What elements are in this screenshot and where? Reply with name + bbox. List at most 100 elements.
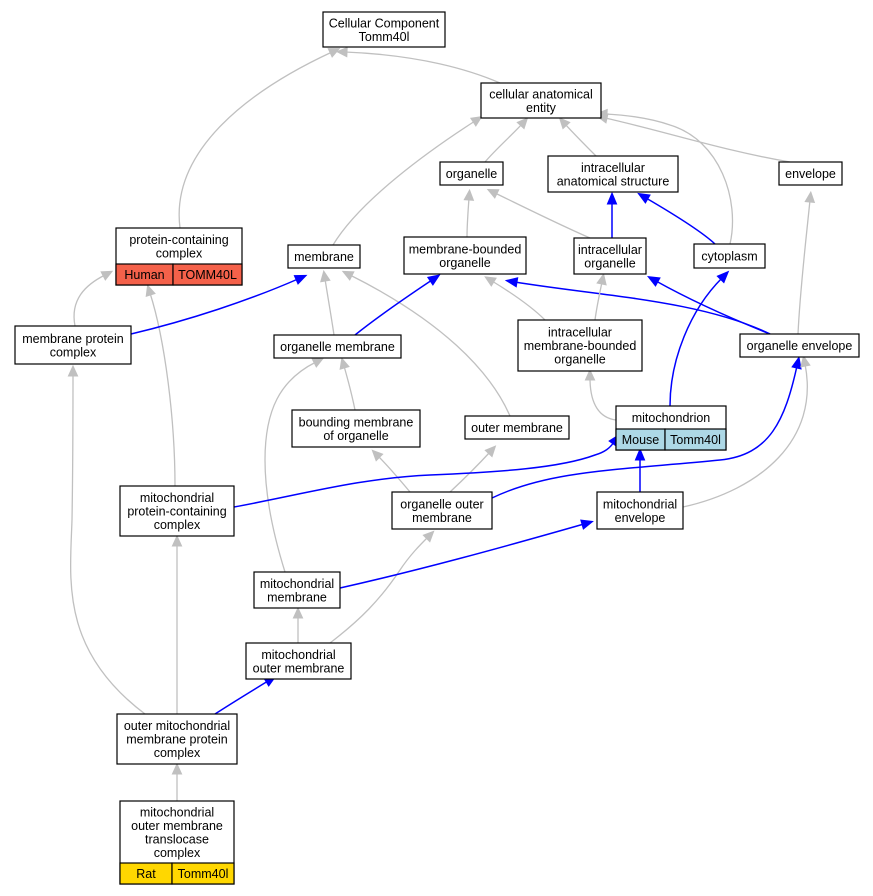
- edge-pcc-to-cc_root: [178, 48, 341, 229]
- arrowhead-tom-to-ompc: [171, 762, 183, 775]
- node-box: [403, 236, 527, 275]
- node-cytoplasm[interactable]: cytoplasm: [693, 243, 766, 269]
- arrowhead-imbo-to-io: [596, 272, 607, 286]
- edge-imbo-to-io: [594, 272, 607, 321]
- edge-cytoplasm-to-ias: [637, 192, 716, 245]
- node-box: [322, 11, 446, 48]
- arrowhead-mpc-to-pcc: [100, 270, 114, 281]
- arrowhead-om-to-mbo: [426, 274, 441, 286]
- arrowhead-ias-to-cae: [558, 117, 571, 130]
- node-label-line: Cellular Component: [329, 16, 440, 30]
- node-label-line: mitochondrial: [261, 648, 335, 662]
- edge-menv-to-mito: [634, 447, 646, 492]
- node-label-line: organelle envelope: [747, 339, 853, 353]
- node-box: [253, 571, 341, 609]
- node-label-line: complex: [50, 345, 97, 359]
- edge-ias-to-cae: [558, 117, 597, 157]
- arrowhead-cytoplasm-to-cae: [595, 108, 608, 120]
- node-label-line: outer membrane: [131, 819, 223, 833]
- node-label-line: membrane: [267, 590, 327, 604]
- edge-oom-to-bmo: [371, 449, 411, 493]
- node-label-line: membrane protein: [126, 733, 227, 747]
- node-label-line: translocase: [145, 832, 209, 846]
- node-label-line: mitochondrial: [140, 805, 214, 819]
- node-label-line: organelle membrane: [280, 340, 395, 354]
- edge-om-to-membrane: [320, 269, 335, 336]
- node-box: [547, 155, 679, 193]
- edge-tom-to-ompc: [171, 762, 183, 801]
- node-organelle[interactable]: organelle: [439, 161, 504, 186]
- node-box: [291, 409, 421, 448]
- node-box: [573, 237, 647, 275]
- node-box: [119, 485, 235, 537]
- node-membrane[interactable]: membrane: [287, 244, 361, 269]
- edge-io-to-organelle: [486, 188, 591, 239]
- arrowhead-pcc-to-cc_root: [327, 48, 341, 58]
- node-box: [464, 415, 570, 440]
- gene-cell: [172, 263, 243, 286]
- node-box: [693, 243, 766, 269]
- node-box: [596, 491, 684, 530]
- edge-imbo-to-mbo: [484, 276, 546, 321]
- node-oe[interactable]: organelle envelope: [739, 333, 860, 358]
- arrowhead-mpcc-to-pcc: [145, 284, 156, 297]
- node-box: [739, 333, 860, 358]
- node-label-line: complex: [156, 246, 203, 260]
- gene-label: Tomm40l: [178, 867, 229, 881]
- node-label-line: cytoplasm: [701, 250, 757, 264]
- edge-ompc-to-mpc: [67, 364, 146, 715]
- arrowhead-mito-to-imbo: [584, 368, 596, 381]
- node-box: [517, 319, 643, 372]
- edge-envelope-to-cae: [596, 113, 791, 163]
- arrowhead-io-to-ias: [606, 191, 618, 205]
- edge-cytoplasm-to-cae: [595, 108, 734, 245]
- edge-om-to-mbo: [354, 274, 441, 336]
- node-label-line: Tomm40l: [359, 30, 410, 44]
- node-label-line: membrane: [412, 511, 472, 525]
- arrowhead-organelle-to-cae: [516, 117, 529, 130]
- node-label-line: cellular anatomical: [489, 87, 593, 101]
- arrowhead-oe-to-envelope: [804, 190, 816, 204]
- node-box: [116, 713, 238, 765]
- node-label-line: intracellular: [578, 243, 642, 257]
- edge-organelle-to-cae: [484, 117, 529, 163]
- arrowhead-oom-to-bmo: [371, 449, 384, 462]
- node-outer-membrane[interactable]: outer membrane: [464, 415, 570, 440]
- node-label-line: of organelle: [323, 429, 388, 443]
- edge-membrane-to-cae: [332, 116, 483, 246]
- edge-mito-to-imbo: [584, 368, 617, 421]
- gene-label: Tomm40l: [670, 433, 721, 447]
- node-envelope[interactable]: envelope: [778, 161, 843, 186]
- node-box: [14, 325, 132, 365]
- node-om[interactable]: organelle membrane: [273, 334, 402, 359]
- arrowhead-outer_membrane-to-membrane: [341, 270, 355, 281]
- edge-oom-to-outer_membrane: [449, 445, 497, 493]
- node-box: [391, 491, 493, 530]
- node-box: [778, 161, 843, 186]
- edge-mbo-to-organelle: [463, 188, 475, 238]
- edge-oom-to-oe: [491, 355, 802, 499]
- arrowhead-cae-to-cc_root: [335, 46, 348, 58]
- node-label-line: outer membrane: [471, 421, 563, 435]
- arrowhead-mom-to-mmem: [292, 606, 304, 619]
- arrowhead-mbo-to-organelle: [463, 188, 475, 201]
- arrowhead-membrane-to-cae: [469, 116, 483, 127]
- arrowhead-mito-to-cytoplasm: [716, 270, 730, 284]
